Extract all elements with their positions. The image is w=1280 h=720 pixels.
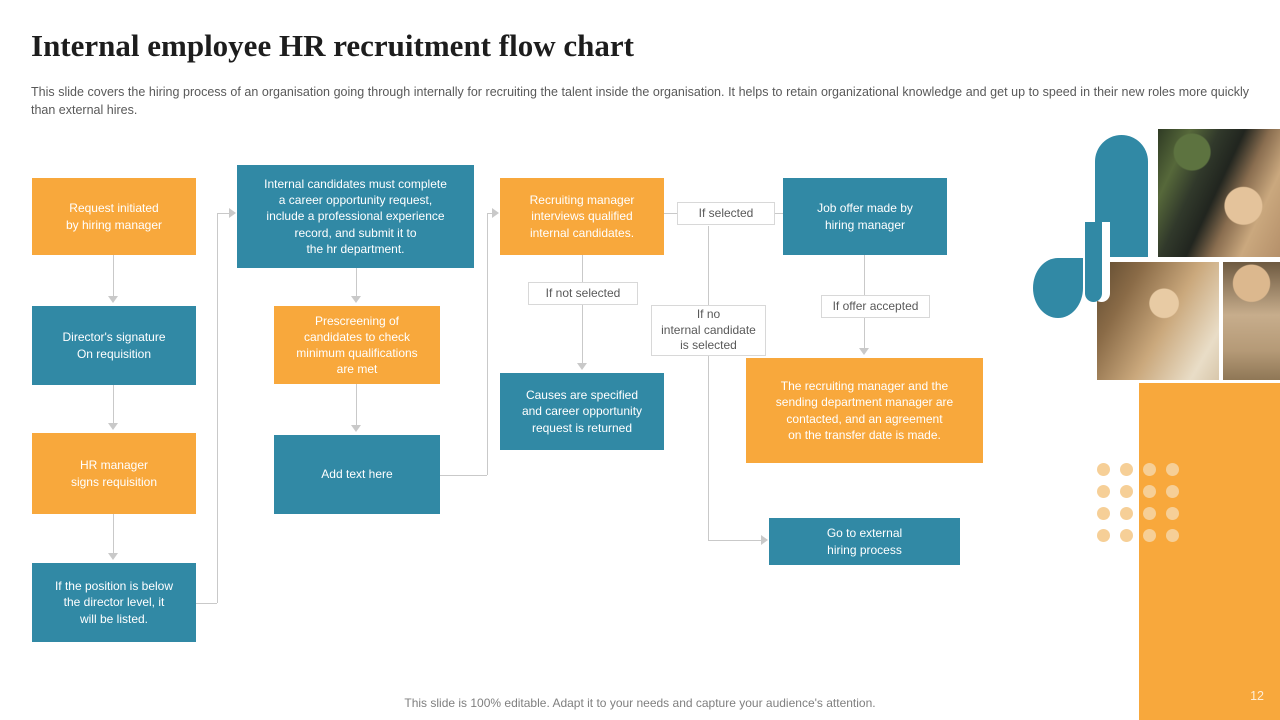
flow-box-prescreening: Prescreening of candidates to check mini…	[274, 306, 440, 384]
flow-box-add-text-here: Add text here	[274, 435, 440, 514]
arrowhead-down-icon	[351, 425, 361, 432]
decor-leaf-shape	[1033, 258, 1083, 318]
arrowhead-down-icon	[108, 423, 118, 430]
arrowhead-down-icon	[108, 553, 118, 560]
condition-label-if-no-internal: If no internal candidate is selected	[651, 305, 766, 356]
page-title: Internal employee HR recruitment flow ch…	[31, 28, 634, 63]
arrowhead-down-icon	[859, 348, 869, 355]
flow-box-transfer-agreement: The recruiting manager and the sending d…	[746, 358, 983, 463]
dot	[1097, 507, 1110, 520]
connector-line	[196, 603, 217, 604]
slide-footer: This slide is 100% editable. Adapt it to…	[404, 696, 876, 710]
flow-box-causes-specified: Causes are specified and career opportun…	[500, 373, 664, 450]
dot	[1097, 485, 1110, 498]
dot	[1120, 463, 1133, 476]
connector-line	[113, 514, 114, 554]
connector-line	[775, 213, 783, 214]
connector-line	[708, 540, 762, 541]
dot	[1097, 529, 1110, 542]
dot	[1143, 507, 1156, 520]
connector-line	[356, 268, 357, 297]
arrowhead-down-icon	[108, 296, 118, 303]
photo-team-meeting	[1158, 129, 1280, 257]
photo-team-working	[1097, 262, 1219, 380]
dot-grid	[1097, 463, 1179, 549]
arrowhead-right-icon	[761, 535, 768, 545]
dot	[1143, 529, 1156, 542]
dot	[1120, 485, 1133, 498]
connector-line	[217, 213, 218, 603]
flow-box-directors-signature: Director's signature On requisition	[32, 306, 196, 385]
flow-box-external-hiring: Go to external hiring process	[769, 518, 960, 565]
condition-label-if-selected: If selected	[677, 202, 775, 225]
arrowhead-right-icon	[492, 208, 499, 218]
slide-subtitle: This slide covers the hiring process of …	[31, 85, 1249, 117]
connector-line	[664, 213, 677, 214]
flow-box-recruiting-manager-interviews: Recruiting manager interviews qualified …	[500, 178, 664, 255]
decor-strip-shape	[1085, 222, 1102, 302]
dot	[1166, 463, 1179, 476]
arrowhead-down-icon	[577, 363, 587, 370]
decor-orange-panel	[1139, 383, 1280, 720]
connector-line	[582, 255, 583, 364]
dot	[1143, 485, 1156, 498]
dot	[1097, 463, 1110, 476]
connector-line	[708, 226, 709, 540]
condition-label-if-not-selected: If not selected	[528, 282, 638, 305]
dot	[1166, 507, 1179, 520]
dot	[1143, 463, 1156, 476]
dot	[1166, 485, 1179, 498]
connector-line	[487, 213, 488, 475]
decor-pill-shape	[1095, 135, 1148, 257]
connector-line	[440, 475, 487, 476]
flow-box-request-initiated: Request initiated by hiring manager	[32, 178, 196, 255]
condition-label-if-offer-accepted: If offer accepted	[821, 295, 930, 318]
flow-box-internal-candidates-request: Internal candidates must complete a care…	[237, 165, 474, 268]
dot	[1120, 529, 1133, 542]
flow-box-position-listed: If the position is below the director le…	[32, 563, 196, 642]
connector-line	[113, 255, 114, 297]
dot	[1120, 507, 1133, 520]
connector-line	[113, 385, 114, 424]
flow-box-job-offer: Job offer made by hiring manager	[783, 178, 947, 255]
connector-line	[217, 213, 230, 214]
dot	[1166, 529, 1179, 542]
page-number: 12	[1250, 689, 1264, 703]
flow-box-hr-manager-signs: HR manager signs requisition	[32, 433, 196, 514]
arrowhead-right-icon	[229, 208, 236, 218]
connector-line	[356, 384, 357, 426]
arrowhead-down-icon	[351, 296, 361, 303]
photo-standing-colleague	[1223, 262, 1280, 380]
connector-line	[487, 213, 493, 214]
